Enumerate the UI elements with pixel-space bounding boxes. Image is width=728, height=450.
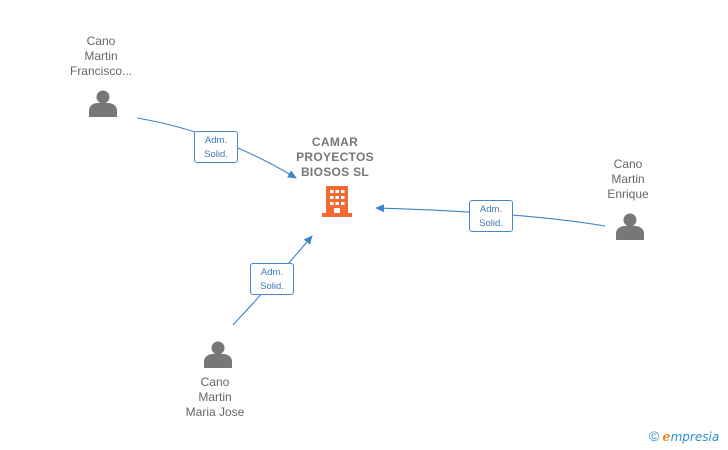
person-icon[interactable] bbox=[89, 90, 117, 118]
person-icon[interactable] bbox=[204, 341, 232, 369]
person-name-enrique[interactable]: Cano Martin Enrique bbox=[607, 157, 649, 201]
person-icon[interactable] bbox=[616, 213, 644, 241]
person-name-maria-jose[interactable]: Cano Martin Maria Jose bbox=[185, 375, 245, 419]
company-name[interactable]: CAMAR PROYECTOS BIOSOS SL bbox=[296, 135, 374, 179]
brand-e-letter: e bbox=[662, 430, 671, 445]
role-label-francisco: Adm. Solid. bbox=[194, 131, 238, 163]
person-name-francisco[interactable]: Cano Martin Francisco... bbox=[69, 34, 132, 78]
role-label-enrique: Adm. Solid. bbox=[469, 200, 513, 232]
copyright-symbol: © bbox=[649, 428, 660, 444]
brand-logo[interactable]: ©empresia bbox=[649, 428, 719, 445]
brand-name: mpresia bbox=[670, 430, 720, 444]
building-icon[interactable] bbox=[322, 186, 352, 217]
role-label-maria-jose: Adm. Solid. bbox=[250, 263, 294, 295]
